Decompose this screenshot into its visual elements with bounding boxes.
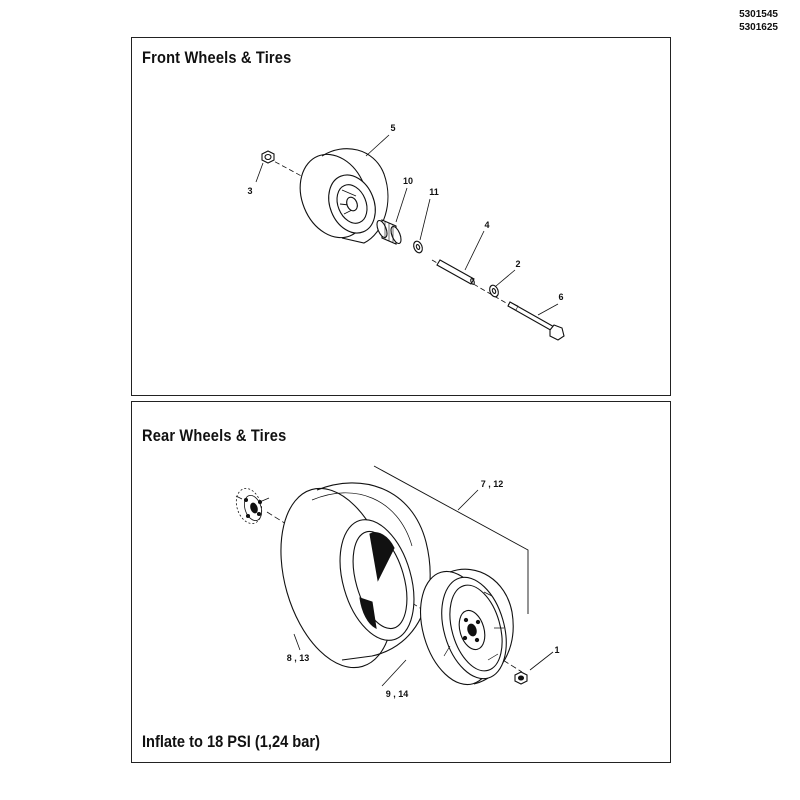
callout-label: 6 bbox=[558, 292, 563, 302]
panel-title: Rear Wheels & Tires bbox=[142, 426, 287, 445]
part-number: 5301545 bbox=[739, 9, 778, 20]
bearing-part-10 bbox=[376, 219, 402, 245]
rear-wheels-panel: Rear Wheels & Tires bbox=[131, 401, 671, 763]
front-tire-part-5 bbox=[299, 148, 389, 244]
inflation-note: Inflate to 18 PSI (1,24 bar) bbox=[142, 732, 320, 751]
spacer-tube-part-4 bbox=[436, 259, 475, 285]
callout-label: 2 bbox=[515, 259, 520, 269]
rear-wheel-exploded-diagram: 7 , 12 8 , 13 9 , 14 1 bbox=[235, 465, 560, 699]
callout-label: 5 bbox=[390, 123, 395, 133]
washer-part-2 bbox=[489, 284, 499, 298]
bolt-part-6 bbox=[507, 301, 565, 341]
rim-part-9-14 bbox=[420, 568, 514, 686]
callout-label: 1 bbox=[554, 645, 559, 655]
callout-label: 11 bbox=[429, 187, 439, 197]
front-wheel-exploded-diagram: 5 3 10 11 4 2 6 bbox=[247, 123, 565, 341]
part-number: 5301625 bbox=[739, 22, 778, 33]
nut-part-3 bbox=[261, 150, 275, 164]
hub-assembly bbox=[235, 488, 270, 524]
callout-label: 8 , 13 bbox=[287, 653, 310, 663]
panel-title: Front Wheels & Tires bbox=[142, 48, 292, 67]
washer-part-11 bbox=[413, 240, 423, 254]
part-number-block: 5301545 5301625 bbox=[739, 8, 778, 34]
lug-nut-part-1 bbox=[514, 671, 528, 685]
callout-label: 10 bbox=[403, 176, 413, 186]
callout-label: 3 bbox=[247, 186, 252, 196]
callout-label: 4 bbox=[484, 220, 489, 230]
rear-tire-part-8-13 bbox=[280, 482, 431, 669]
callout-label: 9 , 14 bbox=[386, 689, 409, 699]
front-wheels-panel: Front Wheels & Tires bbox=[131, 37, 671, 396]
callout-label: 7 , 12 bbox=[481, 479, 504, 489]
